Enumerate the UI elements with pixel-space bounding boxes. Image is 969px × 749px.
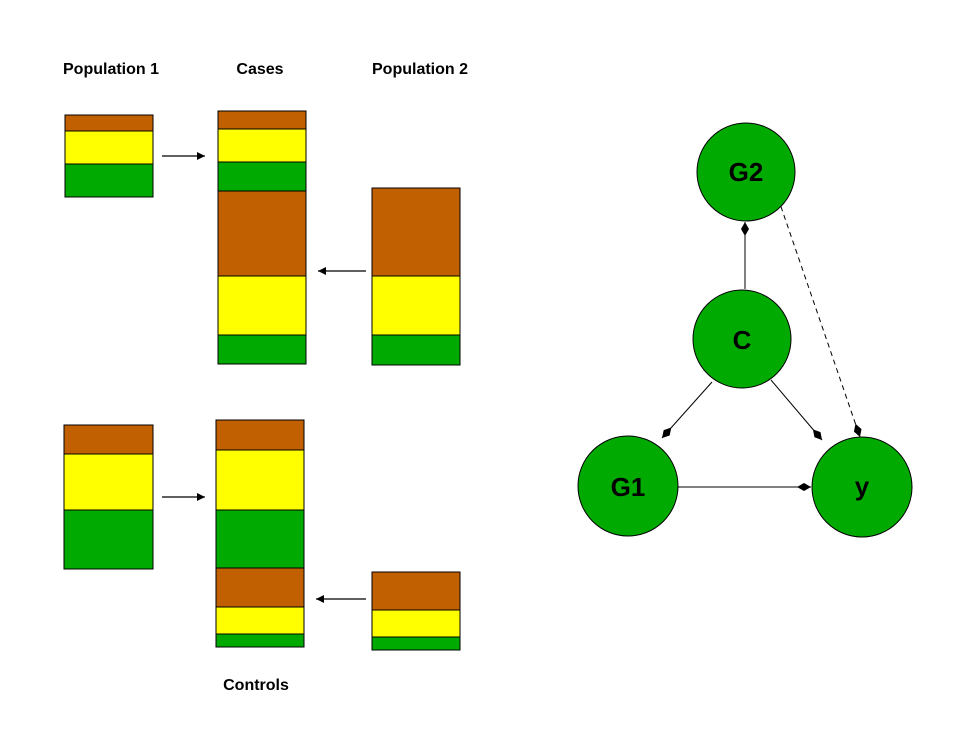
bar-segment-green (371, 334, 461, 366)
bar-segment-yellow (64, 130, 154, 165)
bar-segment-brown (371, 187, 461, 277)
controls-label: Controls (223, 677, 289, 694)
node-g1: G1 (577, 435, 679, 537)
bar-segment-green (217, 334, 307, 365)
edge-g2-to-y-dashed (777, 197, 862, 438)
cases-bar (217, 110, 307, 365)
bar-segment-green (215, 633, 305, 648)
bar-segment-brown (371, 571, 461, 611)
edge-c-to-g1 (661, 381, 713, 439)
population-2-label: Population 2 (372, 61, 468, 78)
bar-segment-green (63, 509, 154, 570)
edge-c-to-y (770, 379, 823, 441)
bar-segment-brown (217, 110, 307, 130)
bar-segment-yellow (371, 609, 461, 638)
node-y-circle (811, 436, 913, 538)
bar-segment-yellow (215, 606, 305, 635)
population-1-label: Population 1 (63, 61, 159, 78)
bar-segment-yellow (371, 275, 461, 336)
node-g2-label: G2 (729, 157, 764, 187)
node-g1-circle (577, 435, 679, 537)
bar-segment-green (64, 163, 154, 198)
population-2-controls-bar (371, 571, 461, 651)
node-y-label: y (855, 471, 870, 501)
bar-segment-yellow (217, 275, 307, 336)
node-g1-label: G1 (611, 472, 646, 502)
bar-segment-green (217, 161, 307, 192)
bar-segment-yellow (215, 449, 305, 511)
controls-bar (215, 419, 305, 648)
bar-segment-green (371, 636, 461, 651)
cases-label: Cases (236, 61, 283, 78)
bar-segment-brown (215, 567, 305, 608)
bar-segment-brown (64, 114, 154, 132)
node-g2: G2 (696, 122, 796, 222)
population-1-cases-bar (64, 114, 154, 198)
bar-segment-brown (215, 419, 305, 451)
node-c: C (692, 289, 792, 389)
node-c-label: C (733, 325, 752, 355)
node-g2-circle (696, 122, 796, 222)
bar-segment-yellow (217, 128, 307, 163)
population-2-cases-bar (371, 187, 461, 366)
bar-segment-green (215, 509, 305, 569)
bar-segment-yellow (63, 453, 154, 511)
bar-segment-brown (217, 190, 307, 277)
population-1-controls-bar (63, 424, 154, 570)
node-y: y (811, 436, 913, 538)
bar-segment-brown (63, 424, 154, 455)
node-c-circle (692, 289, 792, 389)
